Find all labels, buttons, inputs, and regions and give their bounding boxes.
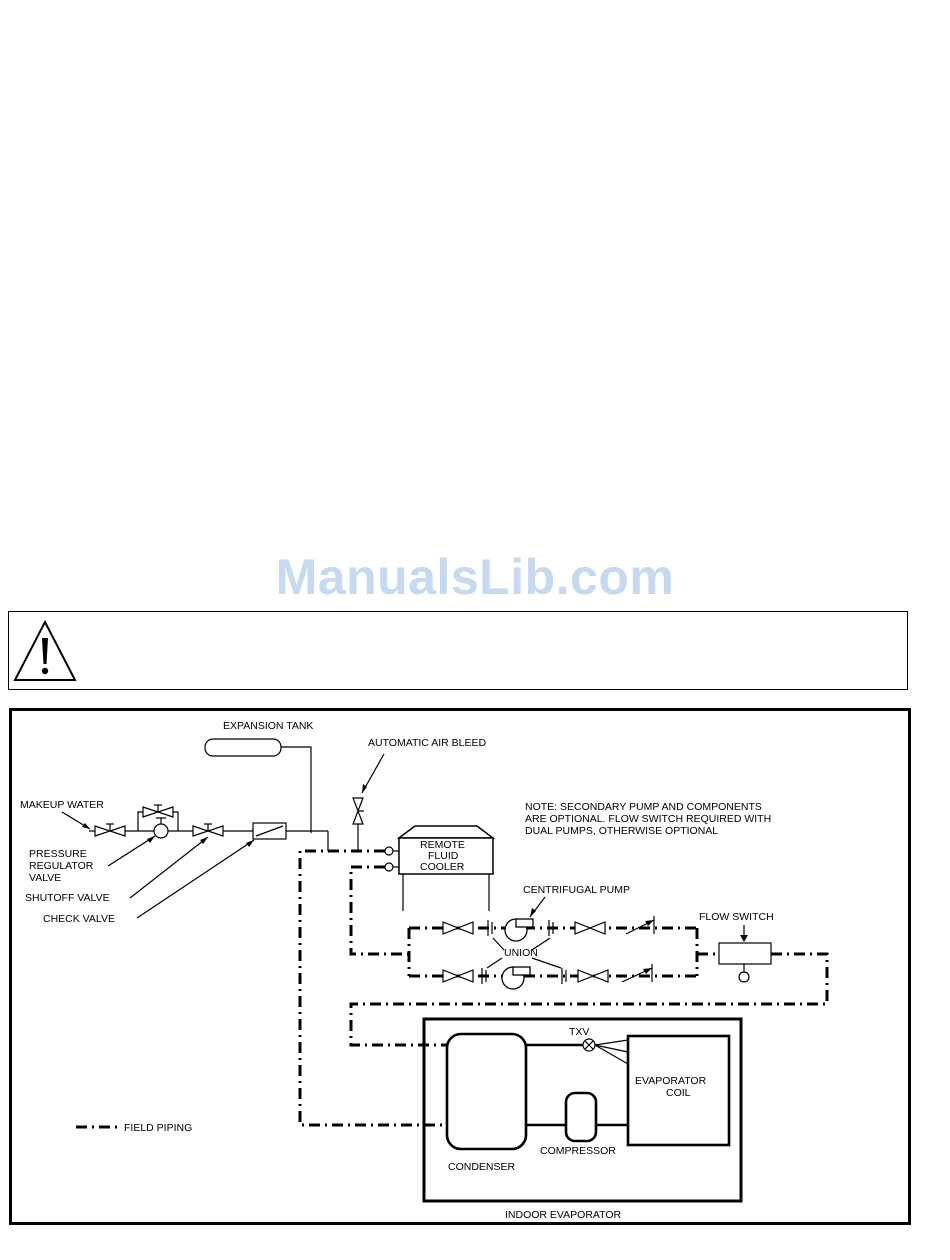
flow-switch: [718, 942, 772, 983]
expansion-tank: [204, 738, 282, 757]
makeup-water-label: MAKEUP WATER: [20, 799, 104, 811]
pump-2-check-valve: [621, 964, 653, 983]
pressure-regulator-label-2: REGULATOR: [29, 860, 94, 872]
union-label: UNION: [504, 947, 538, 959]
makeup-shutoff-valve: [94, 823, 126, 837]
shutoff-valve-label: SHUTOFF VALVE: [25, 892, 110, 904]
watermark: ManualsLib.com: [275, 549, 675, 605]
pump-1-check-valve: [625, 916, 655, 935]
txv-label: TXV: [569, 1026, 589, 1038]
centrifugal-pump-1: [504, 918, 534, 942]
remote-fluid-cooler-label-3: COOLER: [420, 861, 465, 873]
indoor-evaporator-label: INDOOR EVAPORATOR: [505, 1209, 622, 1221]
condenser-label: CONDENSER: [448, 1161, 516, 1173]
indoor-evaporator-box: [422, 1017, 743, 1203]
bypass-valve: [142, 804, 174, 818]
pump-2-suction-valve: [442, 969, 474, 983]
remote-fluid-cooler: [384, 825, 496, 911]
pressure-regulator-label-3: VALVE: [29, 872, 61, 884]
remote-fluid-cooler-label-2: FLUID: [428, 850, 459, 862]
evaporator-coil-label-1: EVAPORATOR: [635, 1075, 707, 1087]
shutoff-valve: [192, 823, 224, 837]
automatic-air-bleed-label: AUTOMATIC AIR BLEED: [368, 737, 486, 749]
txv-valve: [582, 1038, 629, 1065]
warning-box: [8, 611, 908, 690]
pump-1-union-in: [487, 920, 493, 936]
air-bleed-valve: [352, 797, 364, 851]
warning-triangle-icon: [13, 619, 77, 681]
expansion-tank-label: EXPANSION TANK: [223, 720, 313, 732]
pump-2-union-out: [561, 968, 567, 984]
pump-1-suction-valve: [442, 921, 474, 935]
compressor: [564, 1091, 598, 1143]
pump-1-union-out: [548, 920, 554, 936]
diagram-frame: [9, 708, 911, 1225]
pump-2-discharge-valve: [577, 969, 609, 983]
pressure-regulator-label-1: PRESSURE: [29, 848, 87, 860]
note-line-2: ARE OPTIONAL. FLOW SWITCH REQUIRED WITH: [525, 813, 771, 825]
pressure-regulator-valve: [153, 817, 169, 839]
pump-2-union-in: [481, 968, 487, 984]
centrifugal-pump-2: [501, 966, 531, 990]
note-line-3: DUAL PUMPS, OTHERWISE OPTIONAL: [525, 825, 718, 837]
evaporator-coil-label-2: COIL: [666, 1087, 691, 1099]
condenser: [445, 1032, 528, 1151]
compressor-label: COMPRESSOR: [540, 1145, 616, 1157]
field-piping-legend-label: FIELD PIPING: [124, 1122, 192, 1134]
flow-switch-label: FLOW SWITCH: [699, 911, 774, 923]
pump-1-discharge-valve: [574, 921, 606, 935]
evaporator-coil: [626, 1034, 731, 1147]
check-valve-label: CHECK VALVE: [43, 913, 115, 925]
check-valve: [252, 822, 287, 840]
remote-fluid-cooler-label-1: REMOTE: [420, 839, 465, 851]
note-line-1: NOTE: SECONDARY PUMP AND COMPONENTS: [525, 801, 762, 813]
field-piping-return: [349, 865, 409, 956]
field-piping-after-flow-switch: [349, 952, 829, 1047]
centrifugal-pump-label: CENTRIFUGAL PUMP: [523, 884, 630, 896]
